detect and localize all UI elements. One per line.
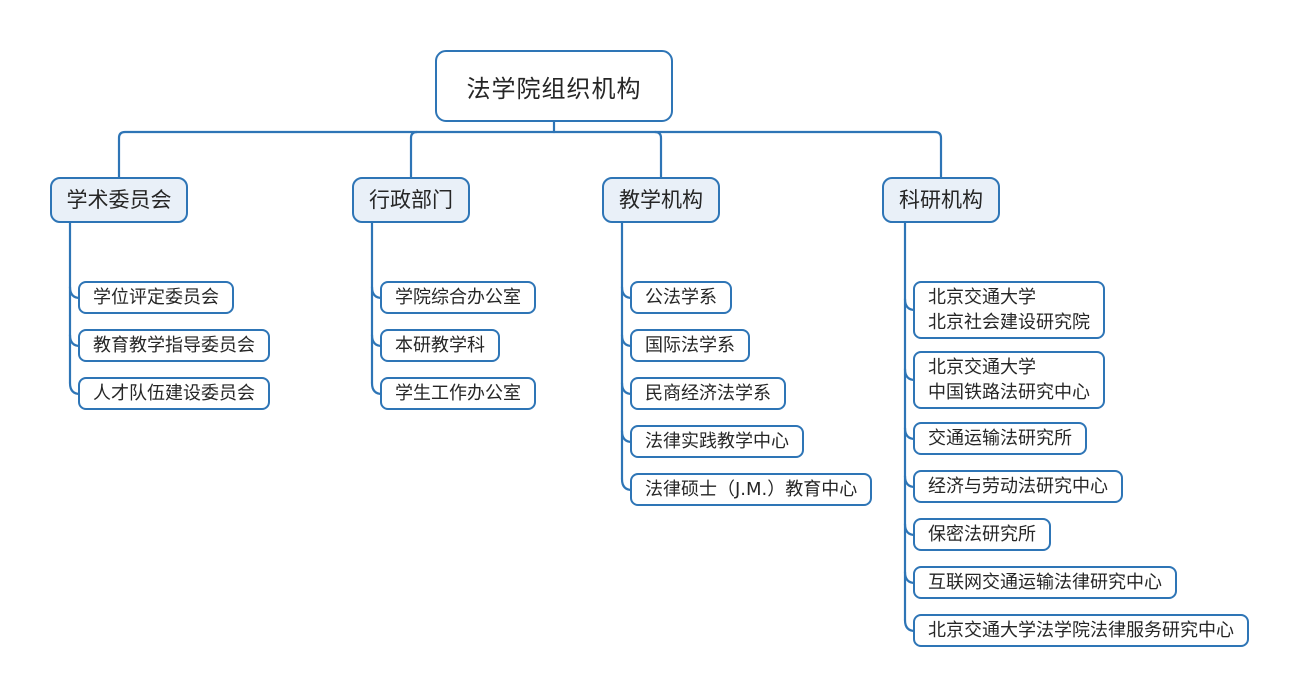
org-child-node: 教育教学指导委员会 xyxy=(78,329,270,362)
org-child-node: 法律实践教学中心 xyxy=(630,425,804,458)
org-child-node: 北京交通大学法学院法律服务研究中心 xyxy=(913,614,1249,647)
org-branch-node: 科研机构 xyxy=(882,177,1000,223)
org-child-node: 学院综合办公室 xyxy=(380,281,536,314)
org-branch-node: 学术委员会 xyxy=(50,177,188,223)
org-child-node: 公法学系 xyxy=(630,281,732,314)
org-child-node: 学位评定委员会 xyxy=(78,281,234,314)
org-child-node: 本研教学科 xyxy=(380,329,500,362)
connector-line xyxy=(653,130,663,179)
org-root-node: 法学院组织机构 xyxy=(435,50,673,122)
org-branch-node: 行政部门 xyxy=(352,177,470,223)
org-child-node: 国际法学系 xyxy=(630,329,750,362)
org-child-node: 民商经济法学系 xyxy=(630,377,786,410)
org-child-node: 学生工作办公室 xyxy=(380,377,536,410)
org-child-node: 交通运输法研究所 xyxy=(913,422,1087,455)
org-child-node: 北京交通大学 中国铁路法研究中心 xyxy=(913,351,1105,409)
org-child-node: 法律硕士（J.M.）教育中心 xyxy=(630,473,873,506)
org-child-node: 保密法研究所 xyxy=(913,518,1051,551)
connector-line xyxy=(117,130,556,179)
org-child-node: 北京交通大学 北京社会建设研究院 xyxy=(913,281,1105,339)
org-child-node: 人才队伍建设委员会 xyxy=(78,377,270,410)
connector-line xyxy=(552,130,943,179)
org-child-node: 经济与劳动法研究中心 xyxy=(913,470,1123,503)
org-child-node: 互联网交通运输法律研究中心 xyxy=(913,566,1177,599)
org-branch-node: 教学机构 xyxy=(602,177,720,223)
connector-line xyxy=(409,130,419,179)
